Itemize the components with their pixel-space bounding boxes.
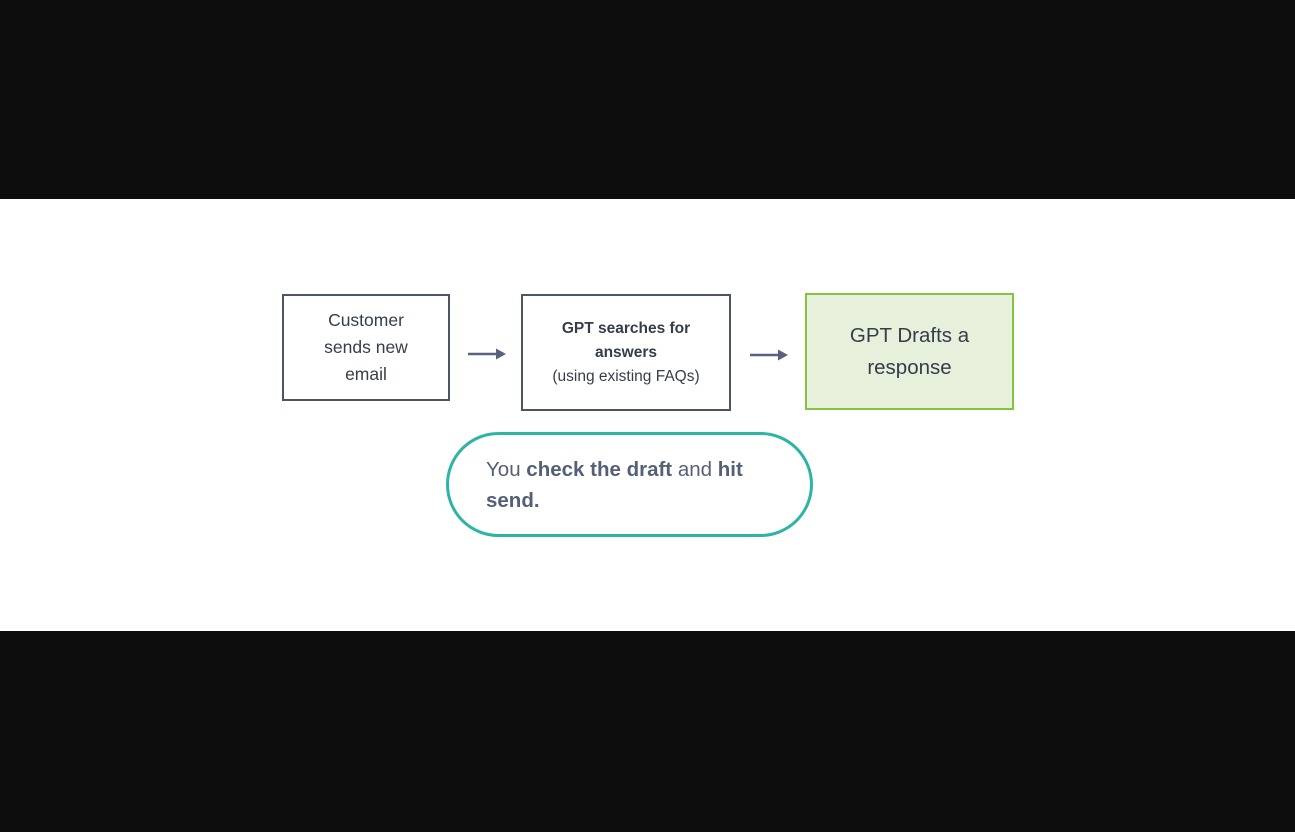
arrow-right-icon bbox=[750, 349, 788, 361]
arrow-right-icon bbox=[468, 348, 506, 360]
flow-node-gpt-searches: GPT searches for answers (using existing… bbox=[521, 294, 731, 411]
node-line: GPT searches for bbox=[561, 319, 691, 337]
node-line: answers bbox=[594, 343, 658, 361]
flow-node-gpt-drafts: GPT Drafts a response bbox=[805, 293, 1014, 410]
callout-segment: and bbox=[672, 457, 718, 481]
callout-segment: You bbox=[486, 457, 527, 481]
node-line: sends new bbox=[324, 337, 408, 357]
node-line: Customer bbox=[328, 310, 404, 330]
node-line: response bbox=[867, 355, 952, 379]
callout-text: You check the draft and hit send. bbox=[449, 454, 810, 516]
node-line: GPT Drafts a bbox=[849, 323, 970, 347]
callout-segment-bold: hit send. bbox=[486, 457, 743, 512]
slide-canvas: Customer sends new email GPT searches fo… bbox=[0, 199, 1295, 631]
callout-segment-bold: check the draft bbox=[526, 457, 673, 481]
flow-node-customer-email: Customer sends new email bbox=[282, 294, 450, 401]
node-line: (using existing FAQs) bbox=[552, 367, 700, 385]
callout-check-draft: You check the draft and hit send. bbox=[446, 432, 813, 537]
node-line: email bbox=[345, 364, 387, 384]
